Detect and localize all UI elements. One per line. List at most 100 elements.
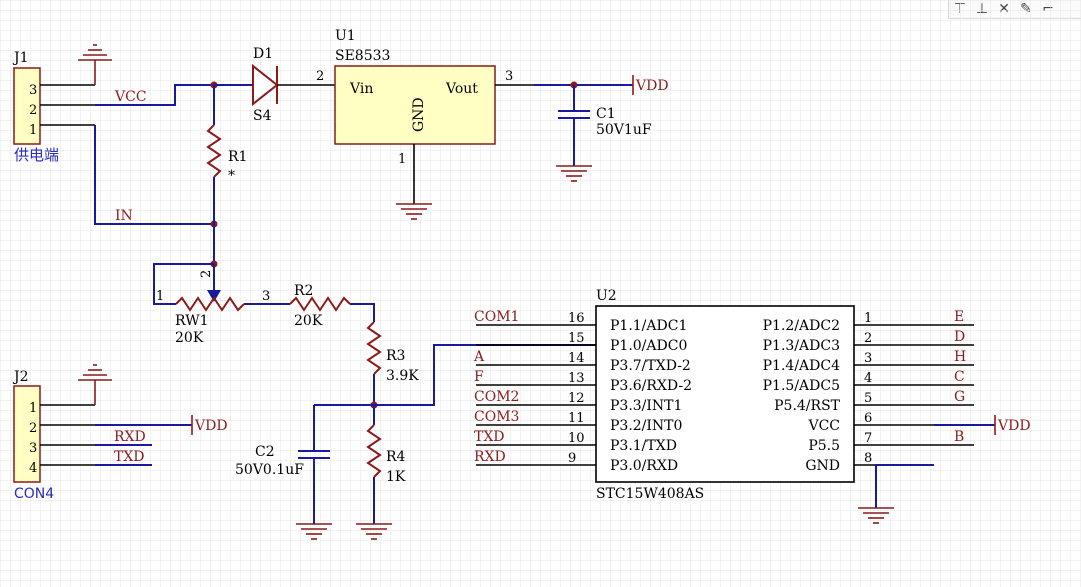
diode-d1[interactable]: D1 S4 [214, 46, 335, 124]
u2-pin-name: P3.1/TXD [610, 438, 677, 454]
j2-pin-4: 4 [29, 461, 37, 476]
in-wire [94, 125, 215, 225]
j2-pin-1: 1 [29, 401, 37, 416]
u2-net-label: A [473, 349, 485, 365]
u1-gnd-label: GND [411, 97, 427, 132]
u1-ref: U1 [335, 28, 356, 44]
u2-pin-number: 13 [568, 371, 585, 386]
u2-pin-name: P5.5 [808, 438, 840, 454]
u2-body [595, 305, 855, 483]
u2-pin-number: 12 [568, 391, 585, 406]
c2-ground-symbol [296, 523, 332, 540]
u2-ref: U2 [596, 288, 617, 304]
j2-ground-symbol [78, 364, 112, 405]
j1-pin-2: 2 [29, 103, 37, 118]
c1-value: 50V1uF [596, 122, 652, 138]
d1-value: S4 [253, 108, 272, 124]
u2-ground-symbol [858, 507, 894, 524]
u2-net-label: H [954, 349, 966, 365]
u2-pin-number: 6 [864, 411, 872, 426]
u2-pin-number: 1 [864, 311, 872, 326]
r3-ref: R3 [386, 348, 405, 364]
u1-pin-vout: 3 [505, 69, 513, 84]
rw1-pin3: 3 [262, 289, 270, 304]
rw1-pin1: 1 [156, 289, 164, 304]
u2-pin-name: P3.0/RXD [610, 458, 678, 474]
u2-pin-name: P1.1/ADC1 [610, 318, 687, 334]
capacitor-c2[interactable]: C2 50V0.1uF [235, 405, 330, 524]
j2-ref: J2 [12, 369, 29, 385]
u2-pin-number: 7 [864, 431, 872, 446]
u1-pin-gnd: 1 [398, 152, 406, 167]
u2-pin-name: P1.2/ADC2 [763, 318, 840, 334]
vdd-port-top: VDD [632, 75, 669, 95]
u2-net-label: D [954, 329, 965, 345]
rw1-value: 20K [175, 330, 204, 346]
rw1-ref: RW1 [175, 313, 209, 329]
u2-pin-name: P1.5/ADC5 [763, 378, 840, 394]
resistor-r2[interactable]: R2 20K [289, 283, 375, 329]
u2-pin-number: 5 [864, 391, 872, 406]
u2-part: STC15W408AS [596, 486, 704, 502]
u1-vout-label: Vout [445, 81, 478, 97]
j2-caption: CON4 [14, 486, 54, 502]
u2-net-label: COM3 [474, 409, 519, 425]
capacitor-c1[interactable]: C1 50V1uF [558, 85, 652, 166]
u2-left-pin-11[interactable]: 11 P3.2/INT0 COM3 [474, 409, 682, 434]
u1-body [334, 65, 496, 145]
r2-value: 20K [294, 313, 323, 329]
r2-ref: R2 [294, 283, 313, 299]
u2-pin-number: 4 [864, 371, 872, 386]
c2-ref: C2 [255, 444, 275, 460]
connector-j2[interactable]: J2 CON4 1 2 3 4 [12, 369, 95, 502]
resistor-r4[interactable]: R4 1K [366, 405, 406, 524]
u2-net-label: RXD [474, 449, 506, 465]
vdd-label-u2: VDD [997, 418, 1031, 434]
u2-pin-name: P3.7/TXD-2 [610, 358, 691, 374]
net-label-txd: TXD [114, 449, 145, 465]
u2-pin-number: 10 [568, 431, 585, 446]
u1-vin-label: Vin [349, 81, 373, 97]
potentiometer-rw1[interactable]: 1 2 3 RW1 20K [153, 224, 290, 346]
c1-ref: C1 [596, 106, 616, 122]
net-label-rxd: RXD [114, 429, 146, 445]
u2-pin-number: 16 [568, 311, 585, 326]
u2-pin-name: P3.2/INT0 [610, 418, 682, 434]
vdd-port-u2: VDD [994, 415, 1031, 435]
u2-left-pin-14[interactable]: 14 P3.7/TXD-2 A [473, 349, 691, 374]
r4-ref: R4 [386, 449, 406, 465]
r4-value: 1K [386, 469, 406, 485]
j1-body [13, 67, 41, 145]
u2-pin-number: 11 [568, 411, 585, 426]
u2-net-label: TXD [474, 429, 505, 445]
resistor-r3[interactable]: R3 3.9K [366, 321, 419, 405]
u2-net-label: G [954, 389, 965, 405]
u2-left-pin-16[interactable]: 16 P1.1/ADC1 COM1 [474, 309, 687, 334]
u2-pin-name: GND [805, 458, 840, 474]
vdd-label-top: VDD [635, 78, 669, 94]
u2-left-pin-10[interactable]: 10 P3.1/TXD TXD [474, 429, 677, 454]
resistor-r1[interactable]: R1 * [206, 85, 247, 224]
j1-caption: 供电端 [14, 146, 59, 164]
u2-pin-number: 14 [568, 351, 585, 366]
u2-net-label: B [954, 429, 964, 445]
connector-j1[interactable]: J1 供电端 3 2 1 [12, 50, 95, 164]
u2-net-label: COM1 [474, 309, 519, 325]
j2-pin-2: 2 [29, 421, 37, 436]
net-label-vcc: VCC [114, 89, 147, 105]
u2-pin-number: 8 [864, 451, 872, 466]
u2-right-pin-7[interactable]: 7 P5.5 B [808, 429, 974, 454]
j1-pin-3: 3 [29, 83, 37, 98]
regulator-u1[interactable]: U1 SE8533 Vin Vout GND 2 3 1 [316, 28, 534, 204]
